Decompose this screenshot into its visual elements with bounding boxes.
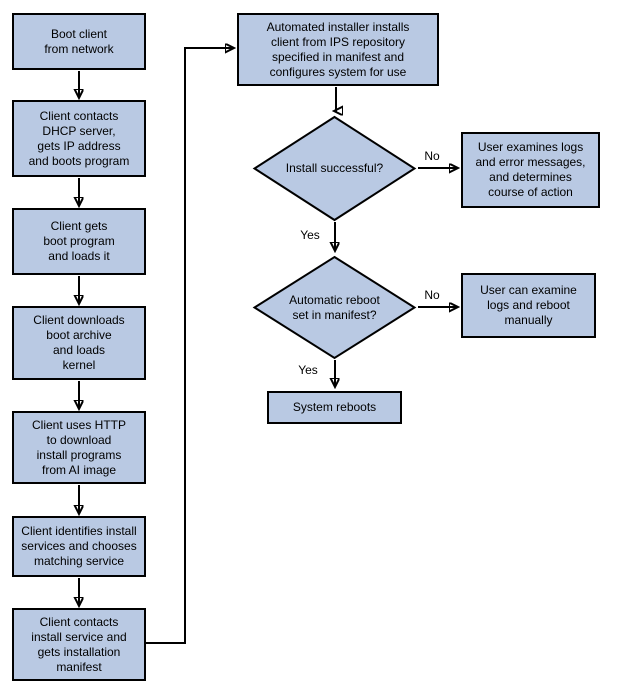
- edge-label-yes-1: Yes: [300, 228, 320, 242]
- edge-label-no-2: No: [424, 288, 440, 302]
- node-label: Install successful?: [285, 161, 384, 175]
- node-label: Client contacts install service and gets…: [31, 614, 127, 674]
- node-boot-program: Client gets boot program and loads it: [12, 208, 146, 275]
- node-system-reboots: System reboots: [267, 391, 402, 424]
- node-installer: Automated installer installs client from…: [237, 13, 439, 86]
- edge-label-no-1: No: [424, 149, 440, 163]
- edge-installer-to-decision1: [335, 87, 336, 111]
- node-label: Automated installer installs client from…: [266, 19, 410, 79]
- edge-contact-to-installer: [146, 48, 233, 644]
- node-label: Automatic reboot set in manifest?: [289, 292, 380, 322]
- node-identify-services: Client identifies install services and c…: [12, 516, 146, 577]
- node-decision-install-successful: Install successful?: [252, 115, 417, 222]
- node-examine-reboot: User can examine logs and reboot manuall…: [461, 273, 596, 338]
- node-http-download: Client uses HTTP to download install pro…: [12, 411, 146, 484]
- node-decision-auto-reboot: Automatic reboot set in manifest?: [252, 255, 417, 360]
- node-label: Client uses HTTP to download install pro…: [31, 417, 127, 477]
- diamond-shape: [252, 255, 417, 360]
- node-label: System reboots: [292, 400, 377, 414]
- node-examine-logs: User examines logs and error messages, a…: [461, 132, 600, 208]
- node-boot-archive: Client downloads boot archive and loads …: [12, 306, 146, 380]
- node-boot-client: Boot client from network: [12, 13, 146, 70]
- node-label: Boot client from network: [44, 26, 114, 56]
- node-contact-service: Client contacts install service and gets…: [12, 608, 146, 681]
- node-dhcp: Client contacts DHCP server, gets IP add…: [12, 100, 146, 177]
- node-label: Client gets boot program and loads it: [43, 219, 115, 263]
- edge-label-yes-2: Yes: [298, 363, 318, 377]
- node-label: Client identifies install services and c…: [21, 524, 137, 568]
- node-label: User examines logs and error messages, a…: [475, 140, 586, 199]
- node-label: Client downloads boot archive and loads …: [33, 313, 125, 372]
- diamond-shape: [252, 115, 417, 222]
- node-label: Client contacts DHCP server, gets IP add…: [28, 108, 130, 168]
- node-label: User can examine logs and reboot manuall…: [480, 283, 577, 327]
